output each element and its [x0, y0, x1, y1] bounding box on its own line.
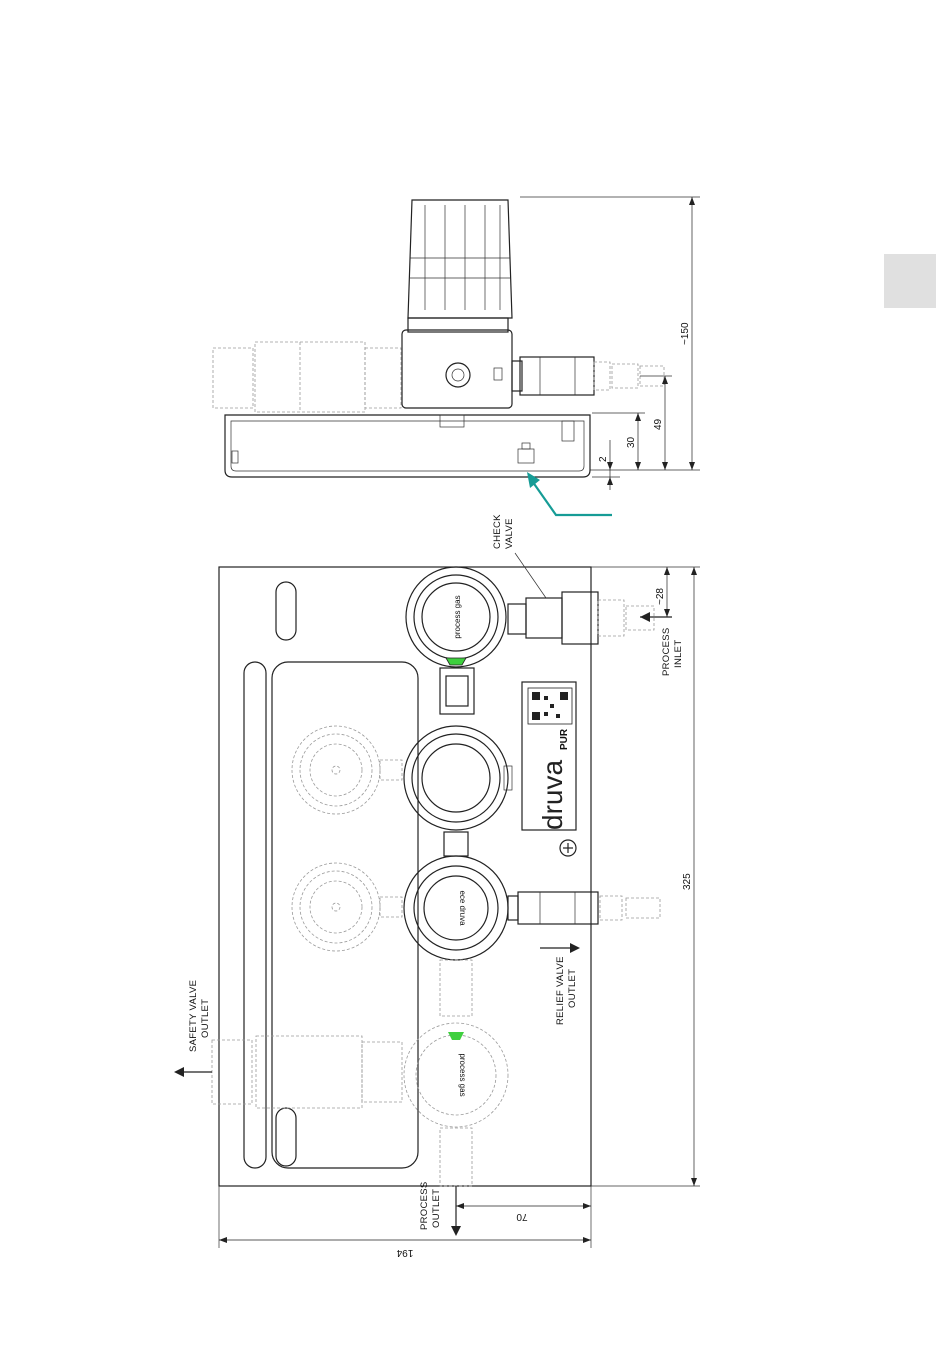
knob-label-2: ece druva [458, 890, 467, 926]
dim-height-total: ~150 [680, 322, 691, 345]
process-outlet-label-2: OUTLET [431, 1189, 442, 1228]
inlet-fittings [508, 592, 654, 644]
relief-valve-outlet-arrow [540, 943, 580, 953]
safety-valve-fittings [212, 1036, 402, 1108]
check-valve-pointer-arrow [527, 472, 612, 515]
dim-outlet-offset-group: 70 [456, 1186, 591, 1222]
dim-inlet-offset: ~28 [655, 588, 666, 605]
check-valve-label-1: CHECK [492, 514, 503, 549]
safety-valve-label-1: SAFETY VALVE [188, 980, 199, 1052]
check-valve-label-2: VALVE [504, 518, 515, 549]
process-outlet-label-1: PROCESS [419, 1181, 430, 1230]
dim-height-inlet: 49 [653, 418, 664, 430]
front-view: process gas ece druva [174, 514, 700, 1258]
process-inlet-label-2: INLET [673, 640, 684, 668]
dim-plate-thickness: 2 [598, 456, 609, 462]
process-inlet-label-1: PROCESS [661, 627, 672, 676]
mounting-plate-side [225, 415, 590, 477]
page-tab [884, 254, 936, 308]
inlet-regulator-knob: process gas [406, 567, 506, 667]
safety-regulator-knob: process gas [404, 960, 508, 1127]
safety-valve-label-2: OUTLET [200, 999, 211, 1038]
dim-width-group: 194 [219, 1186, 591, 1258]
dim-height-plate: 30 [626, 436, 637, 448]
process-outlet-arrow [451, 1186, 461, 1236]
relief-valve-label-2: OUTLET [567, 969, 578, 1008]
relief-valve-fittings [508, 892, 660, 924]
mounting-plate [219, 567, 591, 1186]
pressure-gauge-2 [292, 863, 402, 951]
dim-width: 194 [396, 1247, 413, 1258]
pressure-gauge-1 [292, 726, 402, 814]
brand-plate: druva PUR [522, 682, 576, 856]
dim-outlet-offset: 70 [516, 1211, 528, 1222]
brand-name: druva [537, 760, 568, 830]
central-regulator-body [404, 726, 512, 830]
side-view: ~150 49 30 2 [213, 197, 700, 515]
brand-suffix: PUR [559, 728, 570, 750]
knob-label-1: process gas [453, 595, 462, 638]
outlet-regulator-knob: ece druva [404, 856, 508, 960]
dim-inlet-offset-group: ~28 [640, 567, 672, 617]
relief-valve-label-1: RELIEF VALVE [555, 956, 566, 1025]
side-dimensions: ~150 49 30 2 [598, 197, 695, 490]
regulator-side [402, 200, 512, 408]
safety-valve-outlet-arrow [174, 1067, 212, 1077]
outlet-fittings-side [213, 342, 401, 412]
dim-length: 325 [682, 873, 693, 890]
knob-label-3: process gas [458, 1053, 467, 1096]
